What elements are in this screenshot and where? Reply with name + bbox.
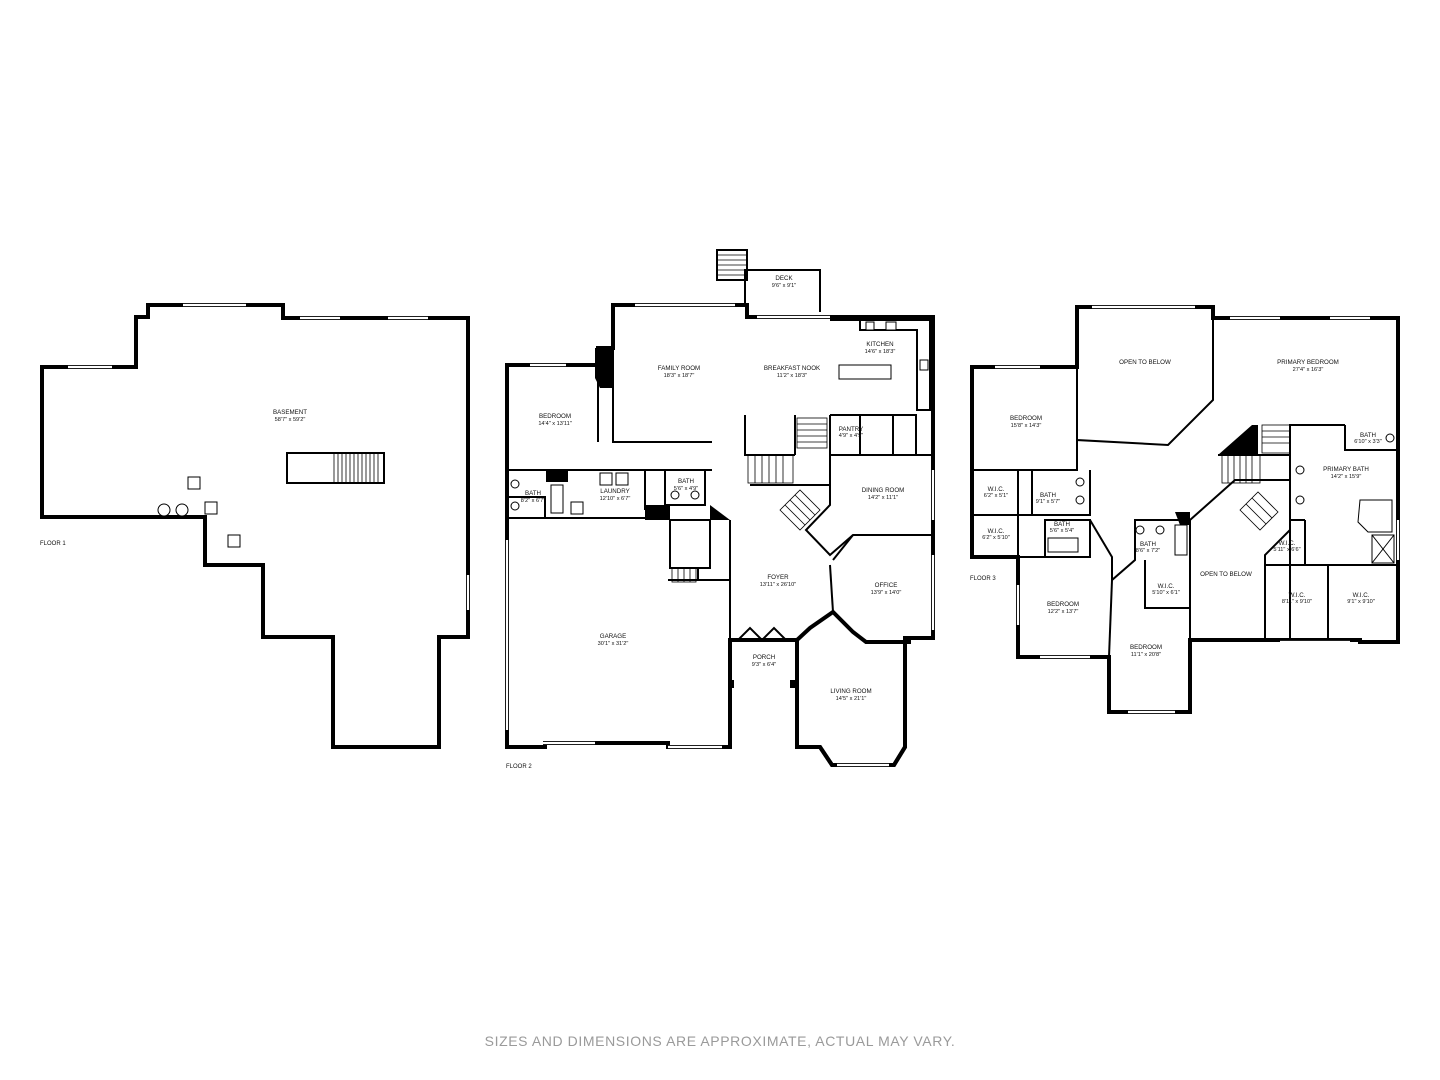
room-name: BEDROOM <box>539 413 571 420</box>
floor-label: FLOOR 1 <box>40 541 66 547</box>
room-dims: 11'2" x 18'3" <box>777 373 807 379</box>
room-dims: 13'11" x 26'10" <box>760 582 797 588</box>
room-name: LIVING ROOM <box>830 688 871 695</box>
room-dims: 14'5" x 21'1" <box>836 696 867 702</box>
basement-stairs <box>286 452 385 484</box>
room-dims: 6'10" x 3'3" <box>1354 439 1382 445</box>
room-name: W.I.C. <box>1289 592 1306 599</box>
room-name: BASEMENT <box>273 409 307 416</box>
floor-1-plan: BASEMENT 58'7" x 59'2" FLOOR 1 <box>40 303 470 749</box>
room-name: BATH <box>1140 541 1156 548</box>
room-name: W.I.C. <box>1279 540 1296 547</box>
room-dims: 27'4" x 16'3" <box>1293 367 1324 373</box>
room-dims: 5'10" x 6'1" <box>1152 590 1180 596</box>
room-dims: 6'2" x 5'10" <box>982 535 1010 541</box>
room-dims: 13'9" x 14'0" <box>871 590 902 596</box>
fireplace <box>595 348 613 388</box>
room-dims: 14'4" x 13'11" <box>538 421 571 427</box>
support-post <box>187 476 201 490</box>
room-dims: 5'6" x 4'9" <box>674 486 698 492</box>
room-name: FAMILY ROOM <box>658 365 700 372</box>
room-name: BEDROOM <box>1047 601 1079 608</box>
room-name: OPEN TO BELOW <box>1200 571 1252 578</box>
kitchen-island <box>838 364 892 380</box>
room-name: BATH <box>1360 432 1376 439</box>
room-dims: 8'2" x 6'7" <box>521 498 545 504</box>
room-dims: 14'6" x 18'3" <box>865 349 896 355</box>
primary-tub <box>1357 499 1393 533</box>
room-dims: 14'2" x 15'9" <box>1331 474 1362 480</box>
furnace <box>175 503 189 517</box>
room-name: BATH <box>1054 521 1070 528</box>
support-post <box>227 534 241 548</box>
room-dims: 18'3" x 18'7" <box>664 373 695 379</box>
room-name: BATH <box>525 490 541 497</box>
room-dims: 9'3" x 6'4" <box>752 662 776 668</box>
room-name: FOYER <box>767 574 789 581</box>
room-dims: 12'2" x 13'7" <box>1048 609 1079 615</box>
main-stairs <box>671 417 828 583</box>
room-dims: 58'7" x 59'2" <box>275 417 306 423</box>
room-name: PRIMARY BATH <box>1323 466 1369 473</box>
room-dims: 6'2" x 5'1" <box>984 493 1008 499</box>
room-dims: 14'2" x 11'1" <box>868 495 898 501</box>
room-dims: 4'9" x 4'9" <box>839 433 863 439</box>
room-name: LAUNDRY <box>600 488 629 495</box>
room-dims: 15'8" x 14'3" <box>1011 423 1042 429</box>
room-dims: 5'11" x 6'6" <box>1273 547 1300 553</box>
room-dims: 9'1" x 9'10" <box>1347 599 1375 605</box>
room-dims: 12'10" x 6'7" <box>600 496 631 502</box>
room-name: BREAKFAST NOOK <box>764 365 821 372</box>
room-name: OFFICE <box>875 582 898 589</box>
room-dims: 9'6" x 9'1" <box>772 283 796 289</box>
upper-stairs <box>1221 424 1291 531</box>
room-name: DINING ROOM <box>862 487 905 494</box>
room-name: DECK <box>775 275 793 282</box>
room-name: W.I.C. <box>1353 592 1370 599</box>
support-post <box>204 501 218 515</box>
room-dims: 9'1" x 5'7" <box>1036 499 1060 505</box>
room-name: W.I.C. <box>988 486 1005 493</box>
room-name: GARAGE <box>600 633 626 640</box>
room-dims: 5'6" x 5'4" <box>1050 528 1074 534</box>
floor-3-plan: OPEN TO BELOW PRIMARY BEDROOM 27'4" x 16… <box>970 305 1400 714</box>
room-name: BEDROOM <box>1010 415 1042 422</box>
disclaimer: SIZES AND DIMENSIONS ARE APPROXIMATE, AC… <box>484 1033 956 1049</box>
room-name: W.I.C. <box>1158 583 1175 590</box>
room-name: BATH <box>678 478 694 485</box>
room-dims: 11'1" x 20'8" <box>1131 652 1161 658</box>
room-name: W.I.C. <box>988 528 1005 535</box>
room-name: BEDROOM <box>1130 644 1162 651</box>
floor-label: FLOOR 3 <box>970 576 996 582</box>
room-name: OPEN TO BELOW <box>1119 359 1171 366</box>
basement-outline <box>40 303 470 749</box>
room-name: KITCHEN <box>866 341 893 348</box>
floor-label: FLOOR 2 <box>506 764 532 770</box>
room-dims: 30'1" x 31'2" <box>598 641 629 647</box>
deck-outline <box>744 269 821 312</box>
room-name: PANTRY <box>839 426 864 433</box>
room-name: PRIMARY BEDROOM <box>1277 359 1339 366</box>
water-heater <box>157 503 171 517</box>
room-name: PORCH <box>753 654 775 661</box>
room-dims: 8'6" x 7'2" <box>1136 548 1160 554</box>
room-name: BATH <box>1040 492 1056 499</box>
floor-2-plan: DECK 9'6" x 9'1" <box>505 249 935 770</box>
room-dims: 8'11" x 9'10" <box>1282 599 1312 605</box>
